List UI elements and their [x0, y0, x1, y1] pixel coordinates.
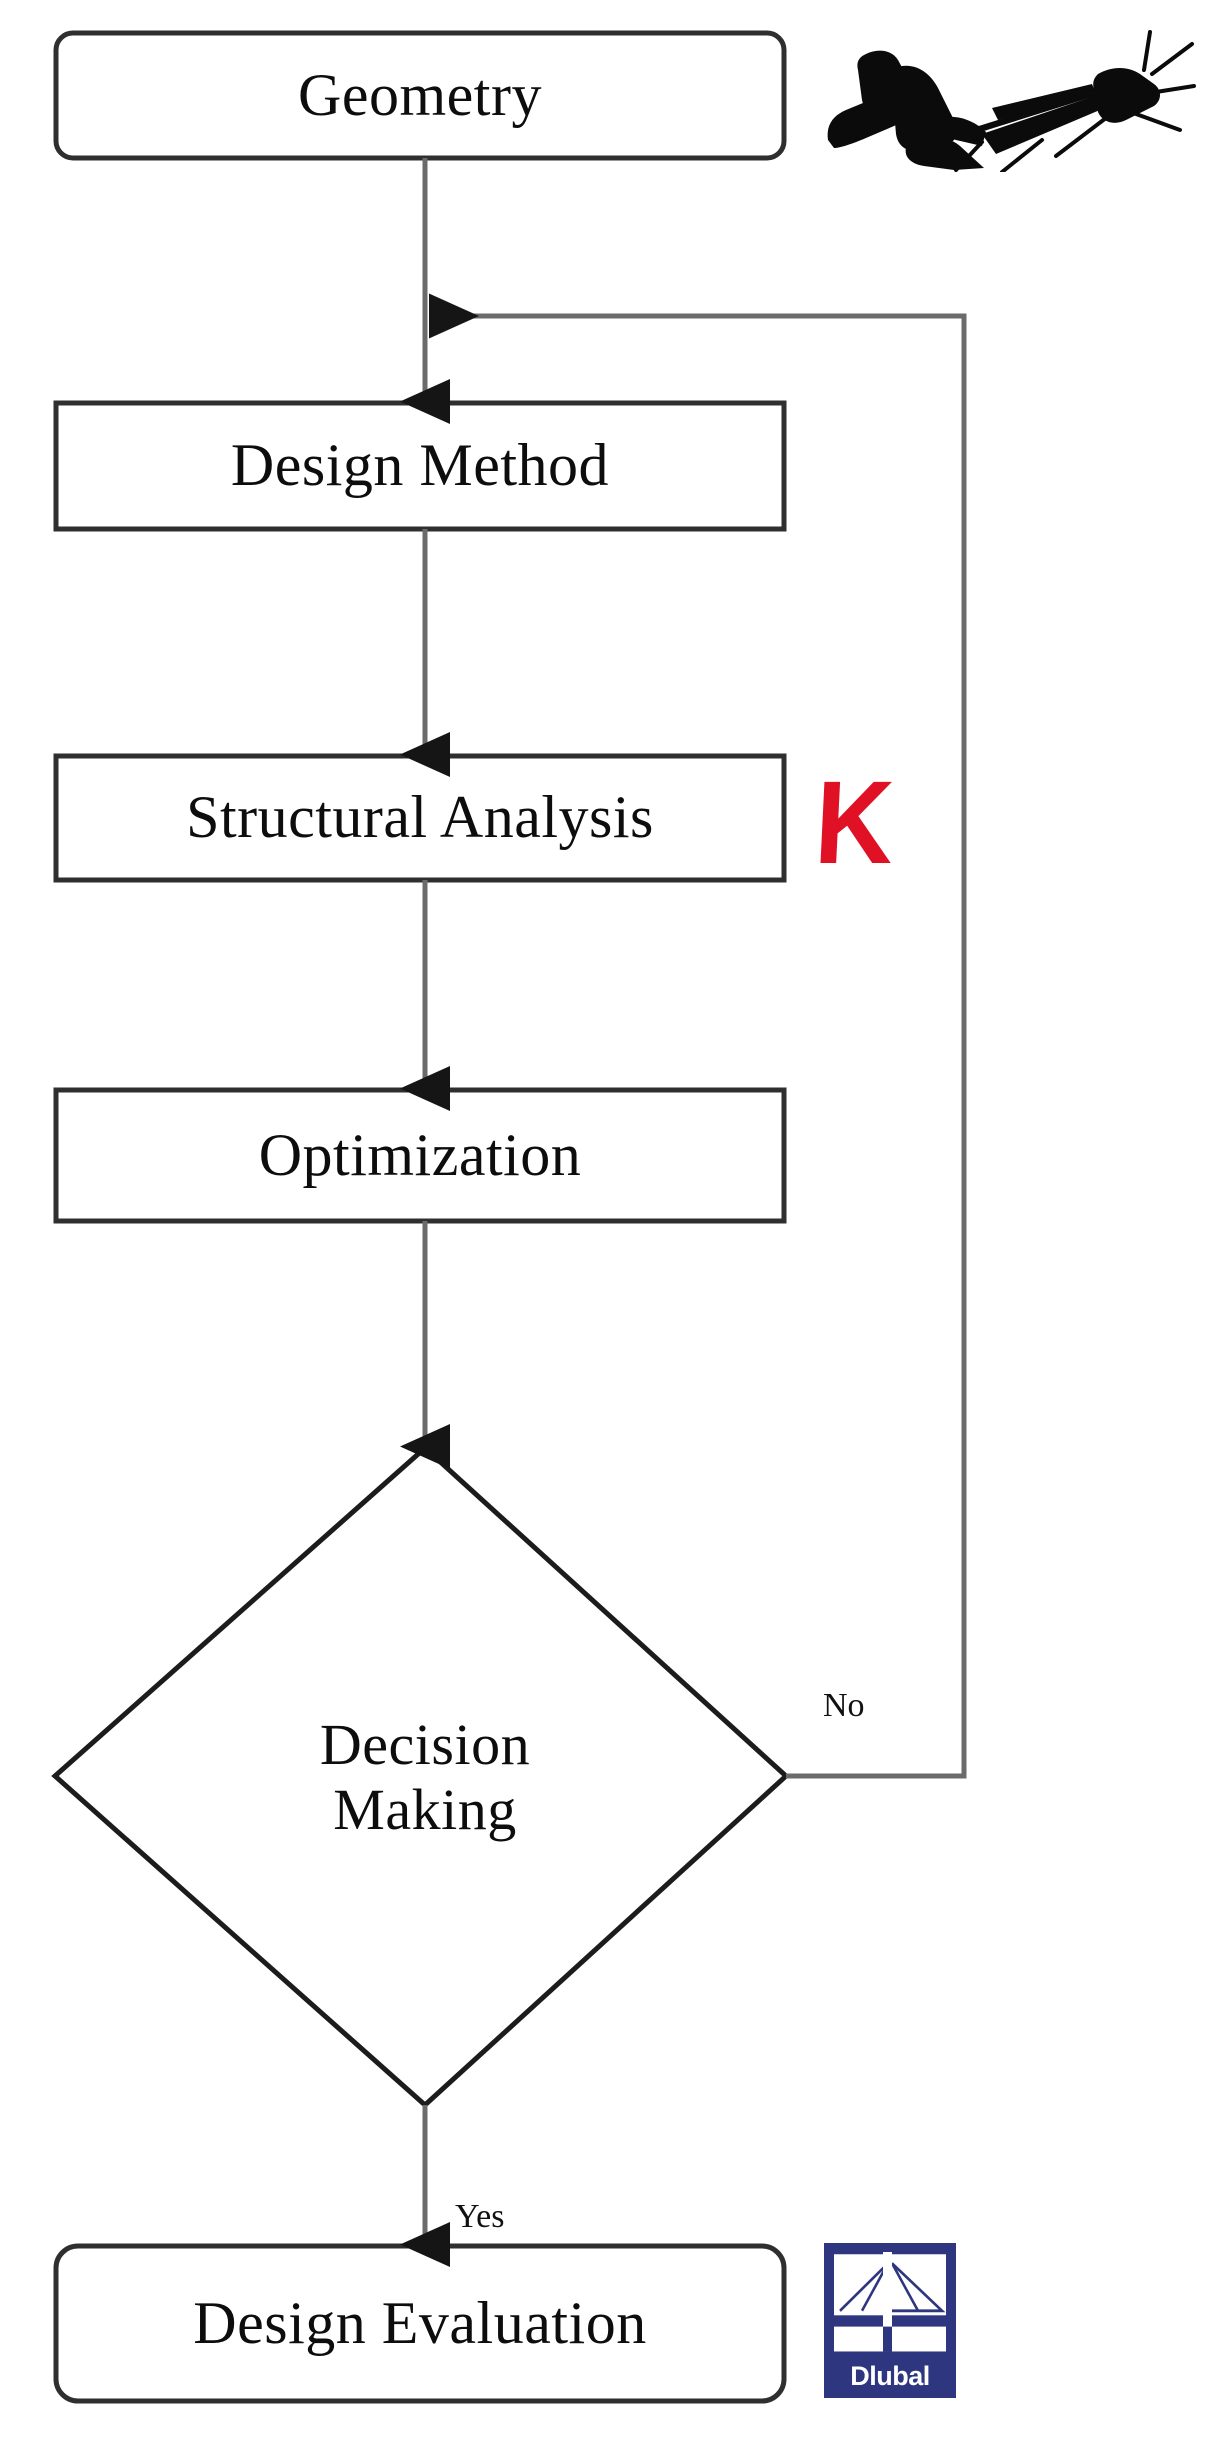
edge-label-no: No — [823, 1687, 865, 1724]
dlubal-wordmark: Dlubal — [850, 2361, 930, 2391]
node-shape-design-evaluation[interactable] — [53, 2243, 787, 2404]
grasshopper-silhouette-icon — [806, 22, 1196, 174]
node-shape-structural-analysis[interactable] — [53, 753, 787, 883]
node-shape-design-method[interactable] — [53, 400, 787, 532]
karamba-k-logo: K — [811, 757, 897, 889]
dlubal-logo: Dlubal — [824, 2243, 956, 2398]
dlubal-truss-graphic — [834, 2252, 946, 2352]
node-shape-decision-making[interactable] — [51, 1444, 790, 2109]
node-shape-geometry[interactable] — [53, 30, 787, 161]
connector-decision-no-feedback — [429, 293, 967, 1779]
node-shape-optimization[interactable] — [53, 1087, 787, 1224]
edge-label-yes: Yes — [455, 2198, 505, 2235]
